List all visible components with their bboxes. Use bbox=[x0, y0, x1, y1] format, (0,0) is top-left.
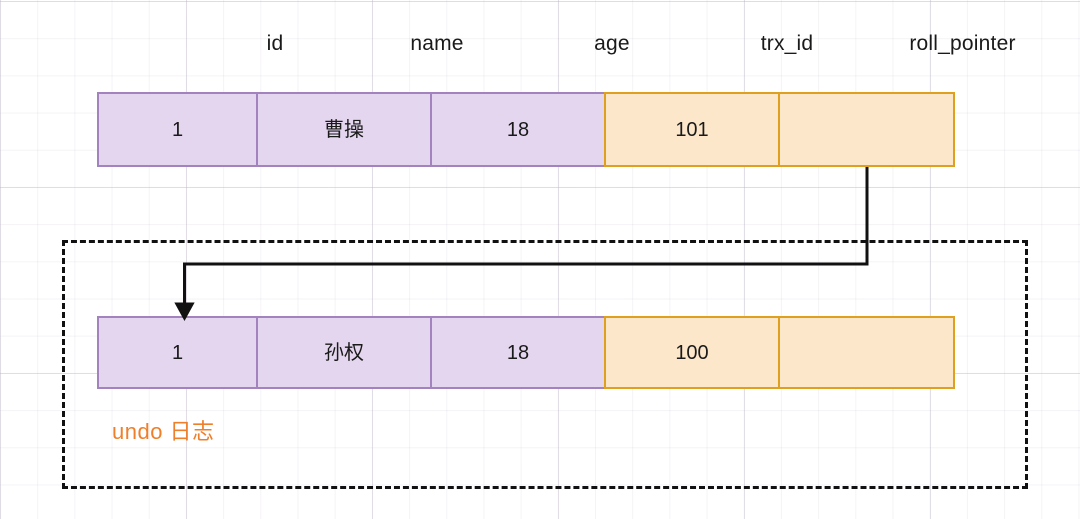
undo-cell-name: 孙权 bbox=[256, 316, 432, 389]
column-header-id: id bbox=[266, 32, 284, 55]
current-cell-age: 18 bbox=[430, 92, 606, 167]
current-cell-trx-id: 101 bbox=[604, 92, 780, 167]
undo-cell-id-value: 1 bbox=[171, 341, 184, 364]
undo-cell-id: 1 bbox=[97, 316, 258, 389]
column-header-name: name bbox=[410, 32, 464, 55]
undo-cell-trx-id-value: 100 bbox=[675, 341, 709, 364]
undo-cell-age: 18 bbox=[430, 316, 606, 389]
undo-cell-roll-pointer bbox=[778, 316, 955, 389]
current-cell-name: 曹操 bbox=[256, 92, 432, 167]
undo-cell-age-value: 18 bbox=[506, 341, 530, 364]
current-cell-roll-pointer bbox=[778, 92, 955, 167]
column-header-row: id name age trx_id roll_pointer bbox=[97, 24, 1016, 66]
undo-cell-trx-id: 100 bbox=[604, 316, 780, 389]
current-cell-name-value: 曹操 bbox=[324, 118, 364, 141]
column-header-age: age bbox=[594, 32, 630, 55]
column-header-trx-id: trx_id bbox=[760, 32, 814, 55]
undo-cell-name-value: 孙权 bbox=[324, 341, 364, 364]
undo-record-row: 1 孙权 18 100 bbox=[97, 316, 955, 389]
current-record-row: 1 曹操 18 101 bbox=[97, 92, 955, 167]
undo-log-label: undo 日志 bbox=[112, 419, 215, 444]
column-header-roll-pointer: roll_pointer bbox=[909, 32, 1016, 55]
current-cell-id: 1 bbox=[97, 92, 258, 167]
current-cell-id-value: 1 bbox=[171, 118, 184, 141]
current-cell-trx-id-value: 101 bbox=[675, 118, 709, 141]
current-cell-age-value: 18 bbox=[506, 118, 530, 141]
